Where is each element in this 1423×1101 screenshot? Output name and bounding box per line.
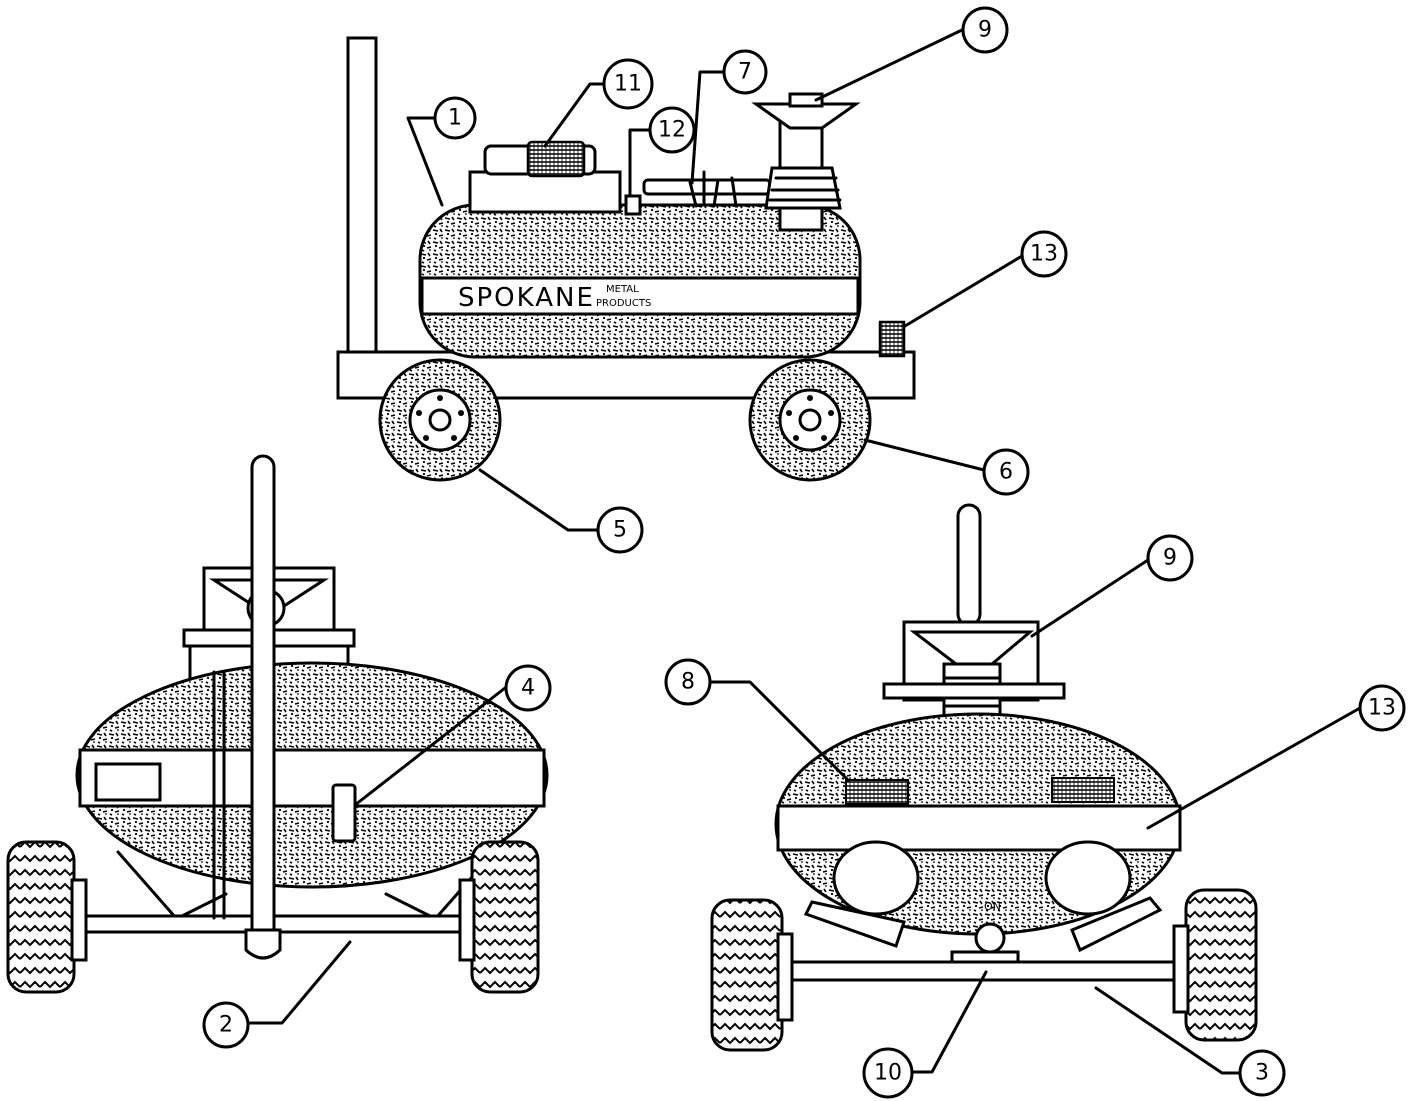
svg-text:9: 9 <box>1163 546 1177 571</box>
svg-text:12: 12 <box>658 118 686 143</box>
brand-line-1: METAL <box>606 284 639 295</box>
side-wheel-front <box>748 358 872 482</box>
switch-label: ON <box>984 900 1001 913</box>
svg-text:13: 13 <box>1368 696 1396 721</box>
side-view: SPOKANE METAL PRODUCTS <box>336 28 1024 532</box>
callout-3: 3 <box>1238 1049 1286 1097</box>
callout-1: 1 <box>433 96 477 140</box>
leader-13b <box>1146 706 1362 830</box>
svg-text:7: 7 <box>738 60 752 85</box>
brand-line-2: PRODUCTS <box>596 298 651 309</box>
callout-11: 11 <box>602 58 654 110</box>
svg-text:13: 13 <box>1030 242 1058 267</box>
front-spinner-right <box>1044 840 1132 916</box>
front-tank-band <box>776 804 1182 852</box>
leader-9a <box>814 28 964 102</box>
rear-label-plate <box>94 762 162 802</box>
callout-6: 6 <box>982 448 1030 496</box>
rear-view <box>6 454 549 1025</box>
callout-9b: 9 <box>1146 534 1194 582</box>
callout-10: 10 <box>862 1047 914 1099</box>
callout-12: 12 <box>648 106 696 154</box>
front-wheel-left <box>710 898 784 1052</box>
leader-11 <box>543 82 605 148</box>
callout-13a: 13 <box>1020 230 1068 278</box>
callouts: 1 11 12 7 9 13 6 5 4 2 9 8 13 10 3 <box>202 6 1406 1099</box>
leader-10 <box>910 970 988 1074</box>
callout-7: 7 <box>722 49 768 95</box>
rear-wheel-right <box>470 840 540 994</box>
svg-text:1: 1 <box>448 106 462 131</box>
svg-text:3: 3 <box>1255 1061 1269 1086</box>
svg-text:11: 11 <box>614 72 642 97</box>
svg-text:2: 2 <box>219 1013 233 1038</box>
front-view: ON <box>708 503 1362 1075</box>
rear-wheel-left <box>6 840 76 994</box>
side-spreader-cone <box>751 102 861 130</box>
svg-text:5: 5 <box>613 518 627 543</box>
front-warning-label-right <box>1051 777 1115 803</box>
leader-3 <box>1094 986 1242 1075</box>
front-wheel-right <box>1184 888 1258 1042</box>
callout-5: 5 <box>596 506 644 554</box>
side-wheel-rear <box>378 358 502 482</box>
rear-control-box-4 <box>331 783 357 843</box>
front-switch <box>974 922 1006 954</box>
svg-text:9: 9 <box>978 18 992 43</box>
svg-text:8: 8 <box>681 670 695 695</box>
leader-1 <box>406 116 444 207</box>
callout-9a: 9 <box>961 6 1009 54</box>
side-tank-band <box>420 276 860 316</box>
leader-13a <box>903 254 1024 328</box>
leader-12 <box>628 128 652 197</box>
front-spinner-left <box>832 840 920 916</box>
brand-name: SPOKANE <box>458 283 595 313</box>
leader-4 <box>353 686 507 807</box>
front-warning-label-left <box>845 779 909 805</box>
callout-2: 2 <box>202 1001 250 1049</box>
svg-text:10: 10 <box>874 1061 902 1086</box>
callout-8: 8 <box>664 658 712 706</box>
leader-8 <box>708 680 850 782</box>
leader-5 <box>478 468 599 532</box>
leader-7 <box>690 70 726 185</box>
svg-text:4: 4 <box>521 676 535 701</box>
side-lid <box>642 178 772 196</box>
callout-13b: 13 <box>1358 684 1406 732</box>
side-motor-base <box>468 170 622 214</box>
side-motor-screen <box>526 140 586 178</box>
side-pole <box>346 36 378 360</box>
side-control-12 <box>624 194 642 216</box>
side-post-13 <box>878 320 906 358</box>
rear-pole <box>250 454 276 958</box>
svg-text:6: 6 <box>999 460 1013 485</box>
leader-9b <box>1030 558 1150 638</box>
callout-4: 4 <box>504 664 552 712</box>
leader-6 <box>863 438 986 472</box>
leader-2 <box>246 940 352 1025</box>
